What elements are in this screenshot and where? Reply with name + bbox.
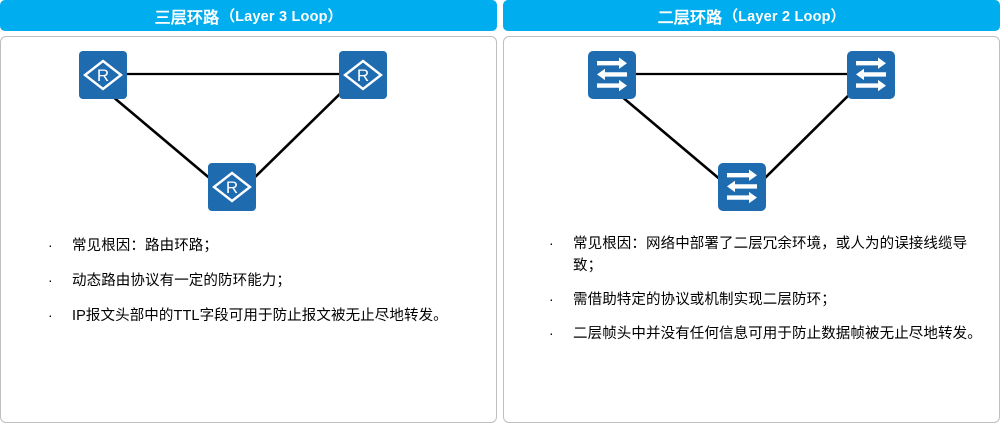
router-diamond-icon	[83, 59, 123, 91]
switch-arrows-icon	[727, 169, 757, 204]
bullet-item: · 二层帧头中并没有任何信息可用于防止数据帧被无止尽地转发。	[547, 323, 985, 345]
switch-arrows-icon	[856, 57, 886, 92]
bullet-item: · IP报文头部中的TTL字段可用于防止报文被无止尽地转发。	[46, 305, 478, 327]
bullet-list-layer3: · 常见根因：路由环路； · 动态路由协议有一定的防环能力； · IP报文头部中…	[46, 235, 478, 340]
switch-arrows-icon	[597, 57, 627, 92]
link-top-left-to-bottom	[607, 84, 723, 182]
panel-title-cn-layer3: 三层环路	[154, 9, 220, 27]
bullet-item: · 常见根因：网络中部署了二层冗余环境，或人为的误接线缆导致；	[547, 233, 985, 277]
topology-diagram-layer3: R R R	[1, 37, 496, 222]
switch-node-top-right[interactable]	[847, 51, 895, 99]
bullet-text: 常见根因：路由环路；	[72, 238, 218, 254]
bullet-item: · 常见根因：路由环路；	[46, 235, 478, 257]
bullet-item: · 需借助特定的协议或机制实现二层防环；	[547, 289, 985, 311]
bullet-marker: ·	[48, 272, 53, 289]
router-diamond-icon	[212, 171, 252, 203]
bullet-list-layer2: · 常见根因：网络中部署了二层冗余环境，或人为的误接线缆导致； · 需借助特定的…	[547, 233, 985, 357]
panel-header-layer2: 二层环路 （Layer 2 Loop）	[503, 0, 1000, 31]
router-icon	[79, 51, 127, 99]
bullet-text: 二层帧头中并没有任何信息可用于防止数据帧被无止尽地转发。	[573, 326, 982, 343]
link-top-right-to-bottom	[250, 84, 350, 182]
link-top-left-to-bottom	[98, 84, 214, 182]
router-label-top-left: R	[97, 66, 109, 85]
router-icon	[339, 51, 387, 99]
topology-svg-layer2	[588, 51, 895, 211]
panel-body-layer2: · 常见根因：网络中部署了二层冗余环境，或人为的误接线缆导致； · 需借助特定的…	[503, 36, 1000, 423]
bullet-text: 常见根因：网络中部署了二层冗余环境，或人为的误接线缆导致；	[573, 236, 968, 275]
bullet-item: · 动态路由协议有一定的防环能力；	[46, 270, 478, 292]
panel-title-en-layer3: （Layer 3 Loop）	[220, 9, 343, 25]
panel-title-en-layer2: （Layer 2 Loop）	[723, 9, 846, 25]
bullet-text: IP报文头部中的TTL字段可用于防止报文被无止尽地转发。	[72, 308, 448, 325]
router-node-bottom[interactable]: R	[208, 163, 256, 211]
bullet-text: 需借助特定的协议或机制实现二层防环；	[573, 292, 836, 309]
router-node-top-right[interactable]: R	[339, 51, 387, 99]
bullet-marker: ·	[48, 307, 53, 324]
bullet-marker: ·	[549, 291, 554, 308]
bullet-marker: ·	[549, 325, 554, 342]
panel-layer2-loop: 二层环路 （Layer 2 Loop）	[503, 0, 1000, 423]
router-label-top-right: R	[357, 66, 369, 85]
bullet-marker: ·	[549, 235, 554, 251]
panel-body-layer3: R R R	[0, 36, 497, 423]
router-label-bottom: R	[226, 178, 238, 197]
router-node-top-left[interactable]: R	[79, 51, 127, 99]
switch-node-top-left[interactable]	[588, 51, 636, 99]
topology-svg-layer3: R R R	[79, 51, 387, 211]
switch-node-bottom[interactable]	[718, 163, 766, 211]
router-diamond-icon	[343, 59, 383, 91]
link-top-right-to-bottom	[761, 84, 860, 182]
topology-links-layer2	[607, 72, 860, 182]
panel-title-cn-layer2: 二层环路	[657, 9, 723, 27]
panel-layer3-loop: 三层环路 （Layer 3 Loop） R	[0, 0, 497, 423]
topology-links-layer3	[98, 72, 350, 182]
router-icon	[208, 163, 256, 211]
panel-header-layer3: 三层环路 （Layer 3 Loop）	[0, 0, 497, 31]
bullet-text: 动态路由协议有一定的防环能力；	[72, 273, 291, 290]
bullet-marker: ·	[48, 237, 53, 253]
topology-diagram-layer2	[504, 37, 999, 222]
